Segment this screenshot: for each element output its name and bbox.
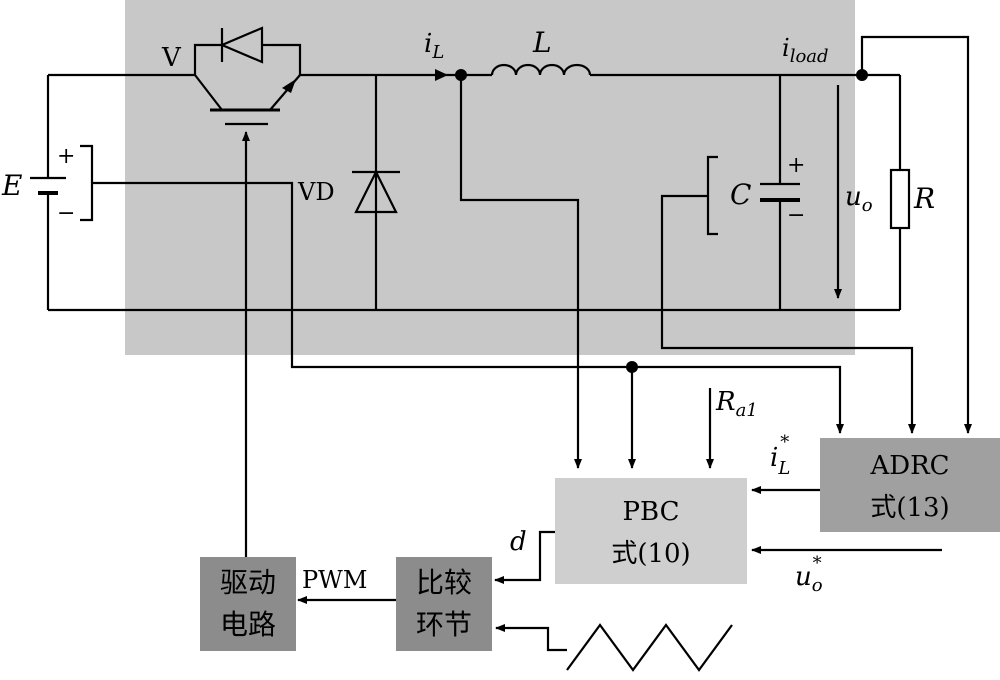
ra1-label: Ra1 — [715, 387, 758, 421]
capacitor-plus: + — [787, 153, 805, 178]
il-ref-label: iL* — [770, 432, 790, 479]
source-label: E — [1, 169, 22, 202]
resistor-symbol — [889, 168, 911, 230]
iload-sense-wire — [860, 35, 972, 434]
capacitor-minus: − — [787, 203, 805, 228]
compare-line1: 比较 — [416, 566, 472, 599]
source-minus: − — [57, 201, 75, 226]
inductor-symbol — [490, 63, 592, 76]
source-sense-wire — [92, 181, 844, 434]
il-feedback-wire — [459, 75, 582, 469]
inductor-label: L — [532, 26, 552, 59]
carrier-wire — [495, 624, 567, 652]
pbc-ref: 式(10) — [611, 539, 690, 569]
uo-ref-label: uo* — [795, 553, 823, 596]
pwm-label: PWM — [302, 566, 367, 594]
drive-block — [200, 557, 296, 651]
uo-sense-wire — [660, 194, 916, 434]
resistor-label: R — [913, 182, 935, 215]
pbc-block — [555, 478, 747, 584]
source-plus: + — [57, 144, 75, 169]
duty-label: d — [510, 527, 527, 557]
adrc-title: ADRC — [869, 451, 949, 481]
triangle-carrier — [566, 623, 733, 672]
duty-wire — [494, 530, 555, 584]
il-arrowhead — [435, 69, 448, 81]
switch-label: V — [161, 43, 182, 73]
diode-label: VD — [297, 178, 335, 206]
compare-block — [396, 557, 492, 651]
iload-label: iload — [782, 34, 829, 67]
adrc-block — [820, 438, 1000, 532]
drive-line2: 电路 — [220, 608, 276, 641]
switch-symbol — [193, 26, 302, 126]
capacitor-label: C — [730, 178, 751, 211]
pbc-title: PBC — [623, 497, 680, 527]
compare-line2: 环节 — [416, 608, 472, 641]
uo-label: uo — [845, 182, 873, 216]
diode-symbol — [352, 169, 400, 214]
adrc-ref: 式(13) — [870, 493, 949, 523]
il-label: iL — [424, 29, 444, 63]
drive-line1: 驱动 — [220, 566, 276, 599]
